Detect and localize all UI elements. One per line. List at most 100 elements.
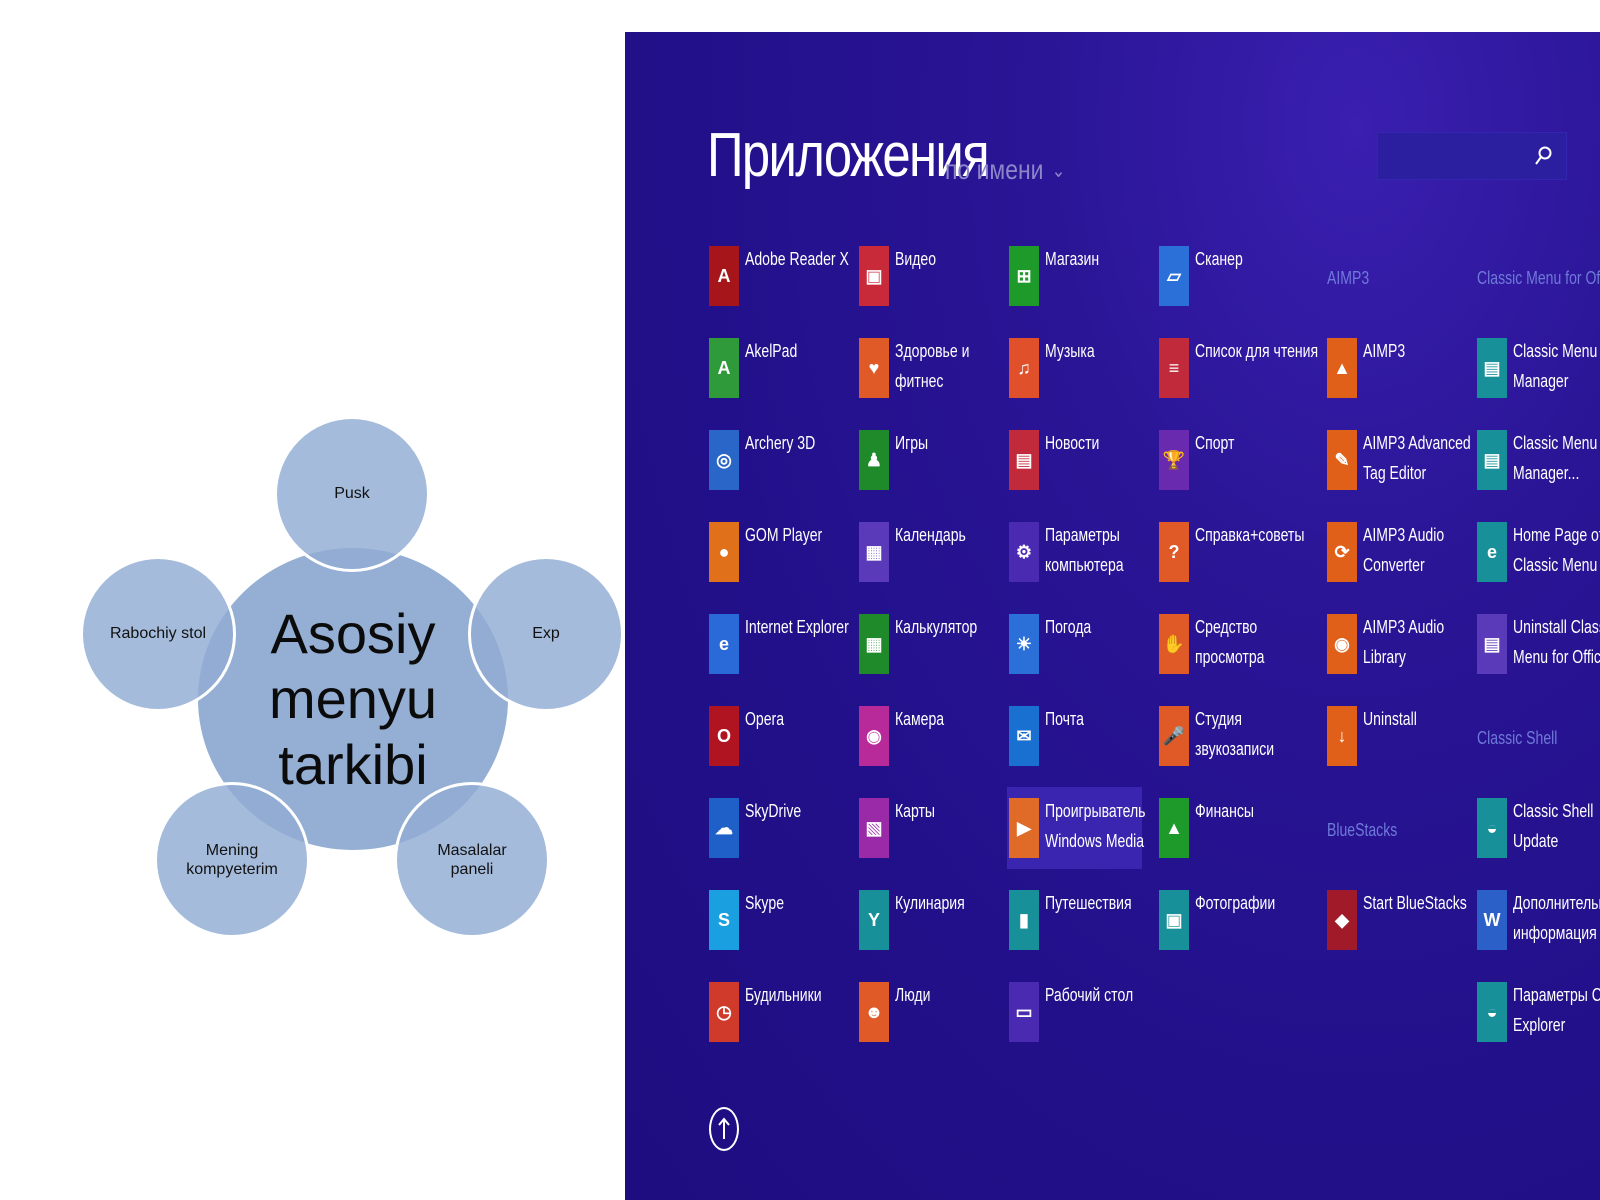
- app-label-line-2: Update: [1513, 831, 1559, 851]
- node-bottom-left-line-2: kompyeterim: [186, 861, 278, 878]
- app-tile-skydrive[interactable]: ☁SkyDrive: [709, 798, 859, 858]
- help-icon: ?: [1159, 522, 1189, 582]
- health-icon: ♥: [859, 338, 889, 398]
- app-label-line-1: Средство: [1195, 617, 1258, 637]
- aimp3-tag-editor-icon: ✎: [1327, 430, 1357, 490]
- app-label-line-1: Камера: [895, 709, 945, 729]
- scroll-up-button[interactable]: [709, 1107, 739, 1151]
- app-label-line-1: AIMP3 Advanced: [1363, 433, 1471, 453]
- app-label-line-1: Финансы: [1195, 801, 1254, 821]
- app-tile-desktop[interactable]: ▭Рабочий стол: [1009, 982, 1159, 1042]
- app-tile-photos[interactable]: ▣Фотографии: [1159, 890, 1309, 950]
- app-label-line-2: Manager...: [1513, 463, 1580, 483]
- app-tile-store[interactable]: ⊞Магазин: [1009, 246, 1159, 306]
- app-tile-maps[interactable]: ▧Карты: [859, 798, 1009, 858]
- sort-dropdown[interactable]: по имени ⌄: [945, 154, 1065, 186]
- app-label: Календарь: [895, 520, 966, 550]
- group-label-aimp3: AIMP3: [1327, 268, 1370, 288]
- sport-icon: 🏆: [1159, 430, 1189, 490]
- app-label-line-1: Здоровье и: [895, 341, 970, 361]
- app-label-line-2: Menu for Office: [1513, 647, 1600, 667]
- classic-menu-manager2-icon: ▤: [1477, 430, 1507, 490]
- app-tile-archery[interactable]: ◎Archery 3D: [709, 430, 859, 490]
- app-tile-alarm[interactable]: ◷Будильники: [709, 982, 859, 1042]
- maps-icon: ▧: [859, 798, 889, 858]
- app-tile-calendar[interactable]: ▦Календарь: [859, 522, 1009, 582]
- search-input[interactable]: [1377, 132, 1567, 180]
- radial-diagram: Asosiy menyu tarkibi Pusk Rabochiy stol …: [0, 0, 624, 1200]
- node-bottom-right-line-2: paneli: [450, 861, 494, 878]
- app-tile-camera[interactable]: ◉Камера: [859, 706, 1009, 766]
- app-tile-finance[interactable]: ▲Финансы: [1159, 798, 1309, 858]
- app-label-line-1: Classic Menu: [1513, 341, 1598, 361]
- diagram-node-bottom-right: Masalalar paneli: [394, 782, 550, 938]
- app-tile-people[interactable]: ☻Люди: [859, 982, 1009, 1042]
- app-label: Рабочий стол: [1045, 980, 1133, 1010]
- app-label: Погода: [1045, 612, 1091, 642]
- app-label-line-2: Classic Menu: [1513, 555, 1598, 575]
- app-label: Калькулятор: [895, 612, 977, 642]
- app-label-line-1: Магазин: [1045, 249, 1100, 269]
- app-tile-mail[interactable]: ✉Почта: [1009, 706, 1159, 766]
- music-icon: ♫: [1009, 338, 1039, 398]
- app-tile-video[interactable]: ▣Видео: [859, 246, 1009, 306]
- app-tile-sport[interactable]: 🏆Спорт: [1159, 430, 1309, 490]
- app-tile-calculator[interactable]: ▦Калькулятор: [859, 614, 1009, 674]
- app-tile-travel[interactable]: ▮ Путешествия: [1009, 890, 1159, 950]
- page-title: Приложения: [707, 121, 990, 190]
- pc-settings-icon: ⚙: [1009, 522, 1039, 582]
- classic-menu-uninstall-icon: ▤: [1477, 614, 1507, 674]
- app-label: Финансы: [1195, 796, 1254, 826]
- app-label: Музыка: [1045, 336, 1095, 366]
- app-label-line-1: Opera: [745, 709, 785, 729]
- app-tile-games[interactable]: ♟Игры: [859, 430, 1009, 490]
- app-label: Кулинария: [895, 888, 965, 918]
- alarm-icon: ◷: [709, 982, 739, 1042]
- app-tile-aimp3-uninstall[interactable]: ↓Uninstall: [1327, 706, 1477, 766]
- node-bottom-right-line-1: Masalalar: [437, 841, 507, 859]
- app-label-line-2: компьютера: [1045, 555, 1124, 575]
- travel-icon: ▮: [1009, 890, 1039, 950]
- app-tile-help[interactable]: ?Справка+советы: [1159, 522, 1309, 582]
- app-tile-bluestacks[interactable]: ◆Start BlueStacks: [1327, 890, 1477, 950]
- classic-menu-home-icon: e: [1477, 522, 1507, 582]
- app-label-line-2: Explorer: [1513, 1015, 1566, 1035]
- app-tile-music[interactable]: ♫Музыка: [1009, 338, 1159, 398]
- app-tile-gom-player[interactable]: ●GOM Player: [709, 522, 859, 582]
- app-tile-reading-list[interactable]: ≡Список для чтения: [1159, 338, 1318, 398]
- app-tile-weather[interactable]: ☀Погода: [1009, 614, 1159, 674]
- app-label: Камера: [895, 704, 944, 734]
- app-tile-classic-explorer-settings[interactable]: ◒Параметры ClaExplorer: [1477, 982, 1600, 1042]
- app-label-line-1: AIMP3 Audio: [1363, 617, 1445, 637]
- app-label: Магазин: [1045, 244, 1099, 274]
- group-label-classic-shell: Classic Shell: [1477, 728, 1558, 748]
- app-label-line-1: Путешествия: [1045, 893, 1132, 913]
- app-tile-scanner[interactable]: ▱Сканер: [1159, 246, 1309, 306]
- center-line-3: tarkibi: [278, 732, 428, 796]
- app-tile-news[interactable]: ▤Новости: [1009, 430, 1159, 490]
- app-tile-aimp3[interactable]: ▲AIMP3: [1327, 338, 1477, 398]
